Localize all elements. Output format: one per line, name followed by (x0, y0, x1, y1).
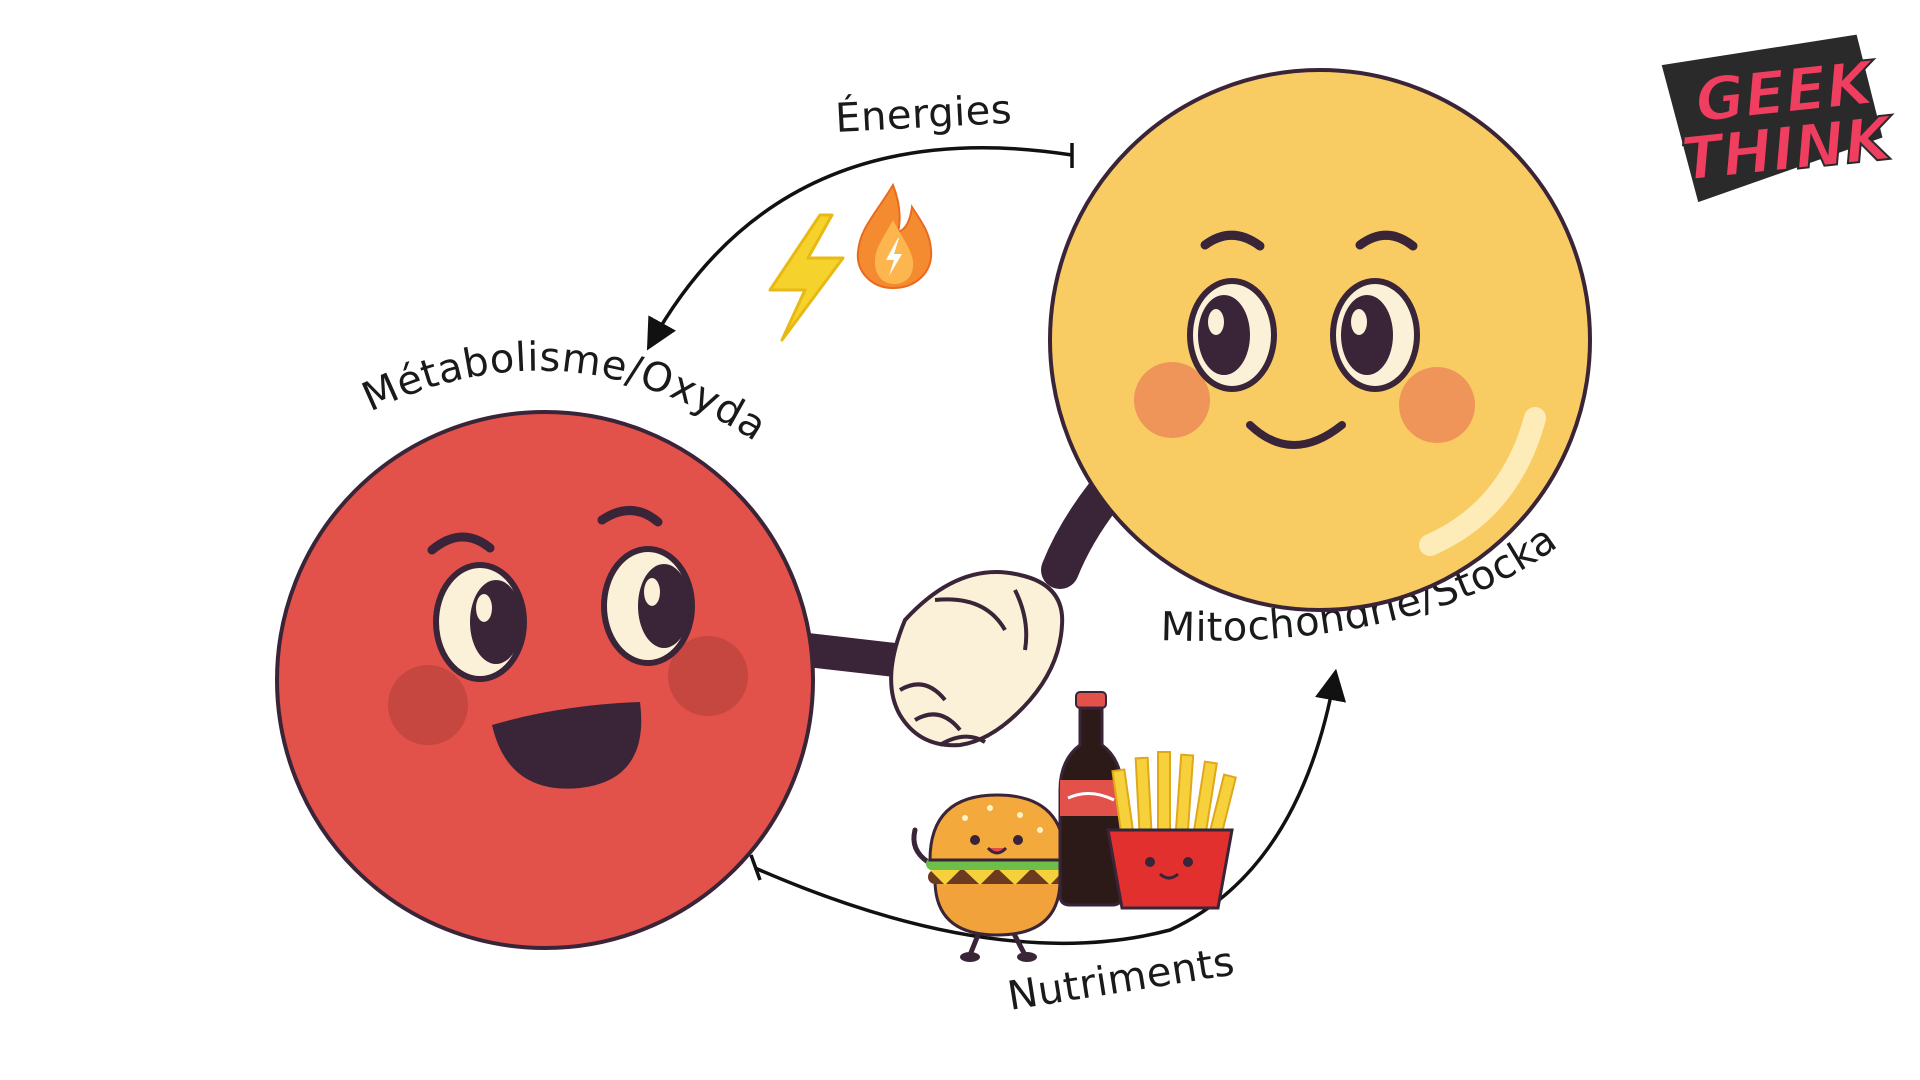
red-cell-blush-right (668, 636, 748, 716)
yellow-cell-mouth (1246, 421, 1346, 449)
red-cell-eye-right (601, 546, 695, 666)
fries-icon (1106, 751, 1237, 910)
geek-think-logo: GEEK THINK (1661, 34, 1900, 203)
red-cell-character (275, 410, 815, 950)
yellow-cell-eye-right (1330, 278, 1420, 392)
energies-arrow (646, 146, 1073, 351)
yellow-cell-eyebrow-right (1355, 230, 1418, 251)
red-cell-mouth (492, 702, 642, 789)
yellow-cell-blush-left (1134, 362, 1210, 438)
burger-icon (911, 793, 1080, 962)
svg-text:Métabolisme/Oxydation: Métabolisme/Oxydation (0, 0, 775, 450)
yellow-cell-eye-left (1187, 278, 1277, 392)
red-cell-blush-left (388, 665, 468, 745)
yellow-cell-eyebrow-left (1200, 230, 1265, 251)
cola-bottle-icon (1058, 691, 1124, 907)
red-cell-eye-left (433, 562, 527, 682)
handshake-icon (889, 570, 1065, 748)
label-metabolisme: Métabolisme/Oxydation (0, 0, 774, 450)
red-cell-body (275, 410, 815, 950)
red-cell-eyebrow-right (597, 506, 663, 527)
yellow-cell-blush-right (1399, 367, 1475, 443)
nutriments-arrow (754, 668, 1347, 946)
label-energies: Énergies (834, 85, 1013, 142)
fire-icon (856, 182, 933, 290)
yellow-cell-character (1048, 68, 1592, 612)
nutriments-arrow-tail (749, 854, 762, 881)
yellow-cell-body (1048, 68, 1592, 612)
lightning-icon (768, 213, 845, 342)
yellow-cell-shine (1419, 407, 1546, 556)
red-cell-eyebrow-left (427, 532, 495, 555)
label-nutriments: Nutriments (1004, 939, 1237, 1020)
